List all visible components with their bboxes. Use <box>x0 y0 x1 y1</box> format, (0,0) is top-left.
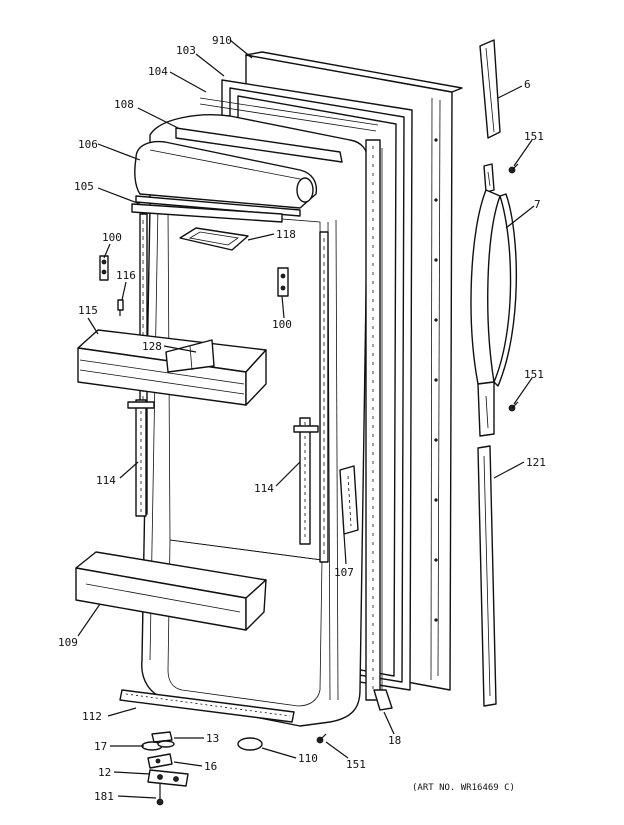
door-bottom-rail <box>119 689 295 723</box>
handle-end-cap <box>479 39 501 139</box>
part-labels: 910 103 104 108 106 105 118 100 116 100 … <box>58 34 546 803</box>
label-100-left: 100 <box>102 231 122 244</box>
label-121: 121 <box>526 456 546 469</box>
label-12: 12 <box>98 766 111 779</box>
label-108: 108 <box>114 98 134 111</box>
label-104: 104 <box>148 65 168 78</box>
clip-small <box>117 299 124 316</box>
shelf-clip-left <box>99 255 109 281</box>
door-bin-upper <box>77 329 267 406</box>
label-18: 18 <box>388 734 401 747</box>
label-115: 115 <box>78 304 98 317</box>
gasket-strip <box>373 689 393 711</box>
label-151-bottom: 151 <box>346 758 366 771</box>
bin-support-right <box>293 417 319 545</box>
hinge-12 <box>147 769 189 787</box>
bin-support-left <box>127 399 155 517</box>
label-151-mid: 151 <box>524 368 544 381</box>
liner-strip <box>339 465 359 535</box>
label-118: 118 <box>276 228 296 241</box>
label-105: 105 <box>74 180 94 193</box>
door-handle <box>470 163 518 437</box>
label-112: 112 <box>82 710 102 723</box>
label-13: 13 <box>206 732 219 745</box>
label-114-right: 114 <box>254 482 274 495</box>
leader-lines <box>77 39 535 799</box>
washer-17 <box>141 740 175 751</box>
label-103: 103 <box>176 44 196 57</box>
screw-151-top <box>508 163 519 174</box>
label-16: 16 <box>204 760 217 773</box>
handle-trim-strip <box>477 445 497 707</box>
shelf-clip-right <box>277 267 289 297</box>
label-181: 181 <box>94 790 114 803</box>
panel-rivets <box>434 138 438 622</box>
label-106: 106 <box>78 138 98 151</box>
label-110: 110 <box>298 752 318 765</box>
label-109: 109 <box>58 636 78 649</box>
label-6: 6 <box>524 78 531 91</box>
screw-151-bottom <box>316 733 327 744</box>
label-910: 910 <box>212 34 232 47</box>
door-frame-small <box>179 227 249 251</box>
label-100-right: 100 <box>272 318 292 331</box>
dairy-bracket <box>131 203 283 223</box>
label-151-top: 151 <box>524 130 544 143</box>
screw-181 <box>156 784 164 806</box>
label-114-left: 114 <box>96 474 116 487</box>
label-128: 128 <box>142 340 162 353</box>
hinge-16 <box>147 753 173 769</box>
cam-110 <box>237 737 263 751</box>
hinge-pin-13 <box>151 731 173 743</box>
door-bin-lower <box>75 551 267 631</box>
label-116: 116 <box>116 269 136 282</box>
dairy-compartment-door <box>134 127 343 217</box>
label-17: 17 <box>94 740 107 753</box>
art-number: (ART NO. WR16469 C) <box>412 783 515 793</box>
screw-151-mid <box>508 401 519 412</box>
label-107: 107 <box>334 566 354 579</box>
label-7: 7 <box>534 198 541 211</box>
